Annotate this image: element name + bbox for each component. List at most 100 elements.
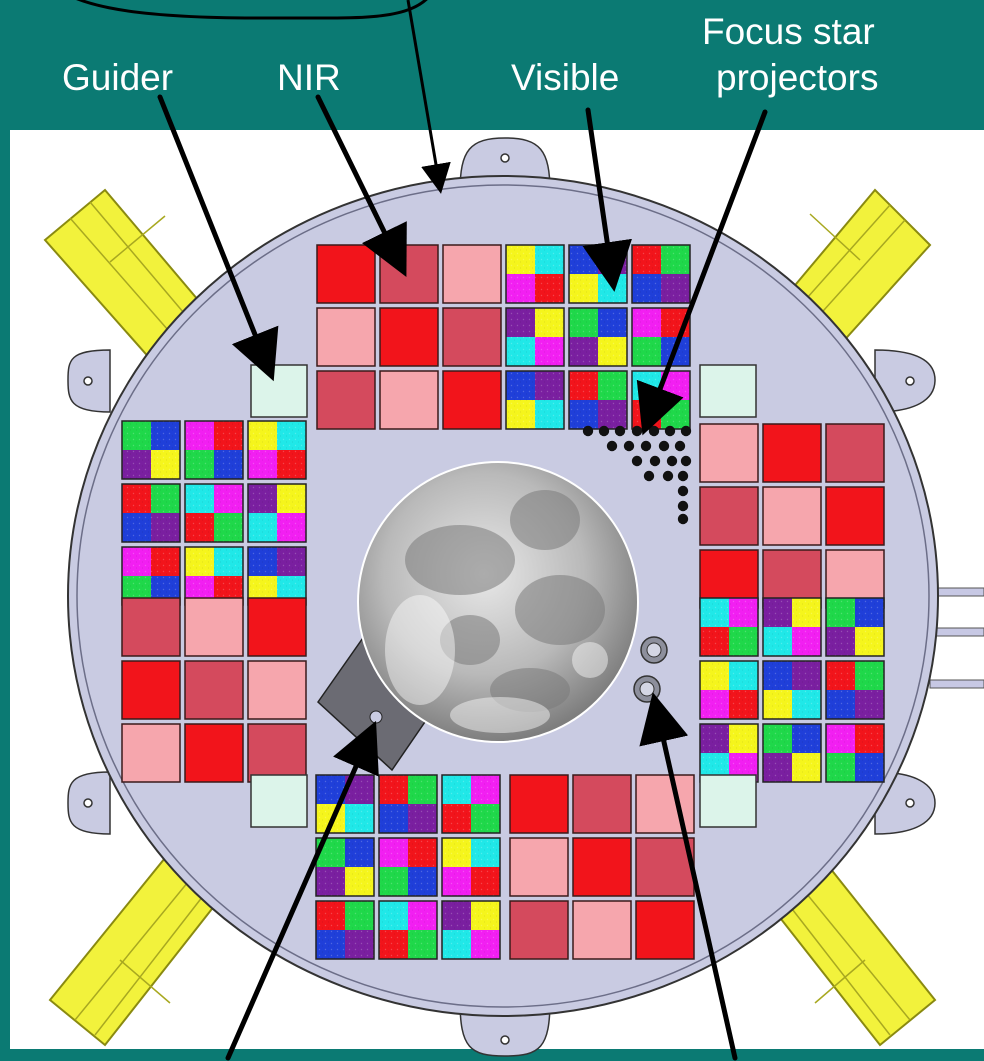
- visible-tile-texture: [569, 371, 627, 429]
- nir-detector-group: [316, 244, 502, 430]
- visible-tile-texture: [506, 245, 564, 303]
- focus-dot: [582, 425, 594, 437]
- visible-detector-tile: [505, 370, 565, 430]
- label-focus-star-line2: projectors: [716, 57, 879, 98]
- nir-detector-tile: [825, 423, 885, 483]
- nir-detector-tile: [572, 774, 632, 834]
- nir-detector-tile: [247, 660, 307, 720]
- nir-detector-tile: [635, 774, 695, 834]
- nir-detector-tile: [825, 486, 885, 546]
- focus-star-projector-1: [640, 636, 668, 664]
- nir-detector-tile: [379, 307, 439, 367]
- visible-tile-border: [631, 244, 691, 304]
- nir-detector-tile: [316, 370, 376, 430]
- visible-tile-border: [825, 723, 885, 783]
- visible-detector-group: [315, 774, 501, 960]
- visible-tile-border: [184, 483, 244, 543]
- focus-dot: [662, 470, 674, 482]
- visible-detector-tile: [505, 244, 565, 304]
- visible-detector-tile: [505, 307, 565, 367]
- focus-dot: [664, 425, 676, 437]
- label-visible: Visible: [511, 57, 620, 98]
- visible-detector-tile: [315, 837, 375, 897]
- visible-tile-texture: [763, 724, 821, 782]
- focus-dot: [606, 440, 618, 452]
- visible-tile-texture: [248, 547, 306, 605]
- visible-tile-texture: [826, 598, 884, 656]
- focus-dot: [649, 455, 661, 467]
- nir-detector-tile: [442, 244, 502, 304]
- visible-tile-texture: [569, 308, 627, 366]
- visible-detector-tile: [247, 483, 307, 543]
- visible-tile-border: [699, 597, 759, 657]
- nir-detector-tile: [699, 486, 759, 546]
- visible-detector-group: [699, 597, 885, 783]
- visible-tile-border: [315, 900, 375, 960]
- visible-tile-texture: [763, 661, 821, 719]
- visible-tile-border: [378, 900, 438, 960]
- visible-tile-texture: [185, 421, 243, 479]
- visible-detector-tile: [631, 244, 691, 304]
- visible-tile-texture: [569, 245, 627, 303]
- nir-detector-tile: [184, 660, 244, 720]
- visible-detector-tile: [247, 546, 307, 606]
- nir-detector-tile: [699, 423, 759, 483]
- visible-tile-border: [505, 307, 565, 367]
- visible-tile-texture: [506, 371, 564, 429]
- arrow-visible: [582, 107, 632, 292]
- visible-detector-group: [505, 244, 691, 430]
- visible-detector-tile: [568, 307, 628, 367]
- visible-tile-texture: [442, 901, 500, 959]
- visible-detector-group: [121, 420, 307, 606]
- nir-detector-tile: [247, 597, 307, 657]
- visible-tile-border: [631, 307, 691, 367]
- visible-tile-border: [184, 420, 244, 480]
- arrow-plate-edge: [406, 0, 451, 194]
- nir-detector-tile: [572, 837, 632, 897]
- visible-detector-tile: [762, 660, 822, 720]
- visible-tile-texture: [826, 661, 884, 719]
- focus-dot: [643, 470, 655, 482]
- nir-detector-tile: [316, 244, 376, 304]
- visible-tile-border: [121, 420, 181, 480]
- visible-tile-border: [568, 370, 628, 430]
- mounting-holes: [83, 153, 915, 1045]
- callout-oval: [75, 0, 428, 20]
- nir-detector-tile: [442, 370, 502, 430]
- nir-detector-tile: [121, 723, 181, 783]
- visible-tile-border: [505, 244, 565, 304]
- nir-detector-tile: [184, 723, 244, 783]
- visible-tile-texture: [700, 598, 758, 656]
- focus-dot: [680, 455, 692, 467]
- nir-detector-tile: [316, 307, 376, 367]
- arrow-nir: [315, 94, 407, 277]
- label-guider: Guider: [62, 57, 174, 98]
- visible-tile-border: [505, 370, 565, 430]
- focus-dot: [631, 425, 643, 437]
- visible-detector-tile: [568, 244, 628, 304]
- visible-tile-border: [825, 660, 885, 720]
- guider-tile: [250, 774, 308, 828]
- visible-detector-tile: [315, 774, 375, 834]
- nir-detector-tile: [635, 837, 695, 897]
- visible-tile-texture: [122, 484, 180, 542]
- focus-dot: [658, 440, 670, 452]
- nir-detector-group: [699, 423, 885, 609]
- visible-detector-tile: [184, 420, 244, 480]
- visible-tile-border: [825, 597, 885, 657]
- visible-tile-texture: [316, 838, 374, 896]
- visible-tile-texture: [122, 547, 180, 605]
- nir-detector-tile: [121, 597, 181, 657]
- visible-tile-texture: [248, 484, 306, 542]
- focus-dot: [677, 513, 689, 525]
- focus-dot: [640, 440, 652, 452]
- visible-detector-tile: [441, 900, 501, 960]
- visible-tile-border: [762, 723, 822, 783]
- focus-dot: [666, 455, 678, 467]
- nir-detector-tile: [635, 900, 695, 960]
- visible-detector-tile: [699, 723, 759, 783]
- visible-detector-tile: [568, 370, 628, 430]
- visible-detector-tile: [184, 483, 244, 543]
- visible-tile-border: [699, 660, 759, 720]
